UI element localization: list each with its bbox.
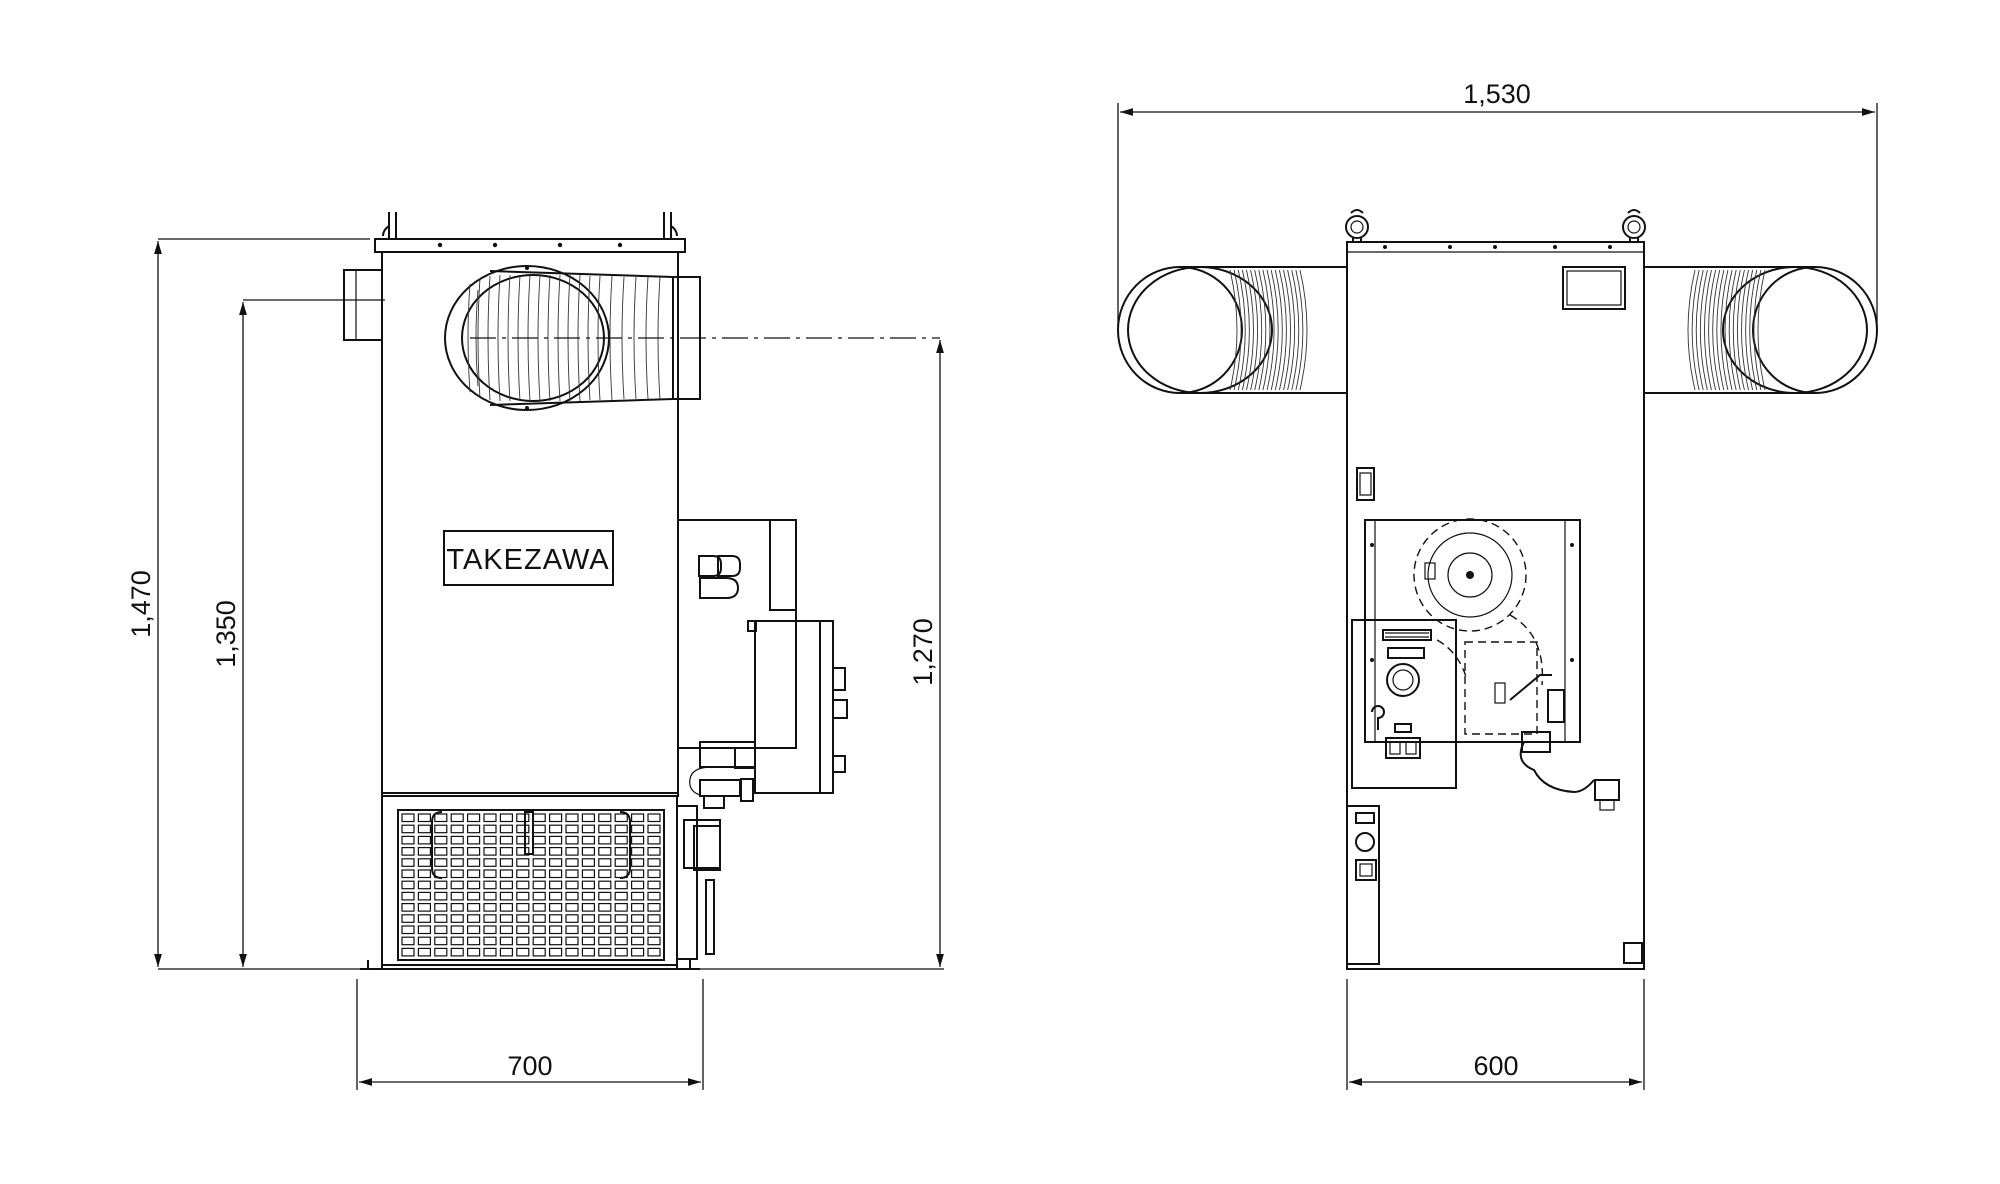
lower-grille (381, 795, 678, 966)
side-dimensions: 1,470 1,350 1,270 700 (126, 238, 944, 1090)
fuel-filter (1594, 779, 1620, 801)
dim-width-with-ducts: 1,530 (1463, 79, 1531, 109)
rear-view (1117, 209, 1878, 970)
rear-dimensions: 1,530 600 (1117, 79, 1878, 1090)
dim-height-overall: 1,470 (126, 570, 156, 638)
side-top-lip (374, 238, 686, 253)
dim-depth: 700 (507, 1051, 552, 1081)
duct-right (1644, 266, 1878, 394)
control-panel (1351, 619, 1457, 789)
rear-switch (1356, 467, 1375, 501)
dim-width-body: 600 (1473, 1051, 1518, 1081)
side-view: TAKEZAWA (343, 212, 940, 970)
rear-lower-box (1346, 805, 1380, 965)
eye-bolt-left (1345, 209, 1369, 242)
fuel-line (1519, 741, 1595, 794)
exhaust-stub (343, 269, 383, 341)
rear-cabinet-body (1346, 241, 1645, 970)
burner-assembly (1364, 518, 1581, 743)
rear-nameplate (1562, 266, 1626, 310)
burner-housing (677, 519, 848, 809)
dim-height-exhaust: 1,350 (211, 600, 241, 668)
brand-plate (443, 530, 614, 586)
drain-box (1623, 942, 1643, 964)
brand-logo: TAKEZAWA (446, 544, 609, 576)
lifting-hook-left (382, 212, 397, 239)
dim-height-outlet: 1,270 (908, 618, 938, 686)
control-box-side (754, 620, 834, 794)
duct-left (1117, 266, 1347, 394)
eye-bolt-right (1622, 209, 1646, 242)
lifting-hook-right (663, 212, 678, 239)
control-knob[interactable] (1386, 663, 1420, 697)
